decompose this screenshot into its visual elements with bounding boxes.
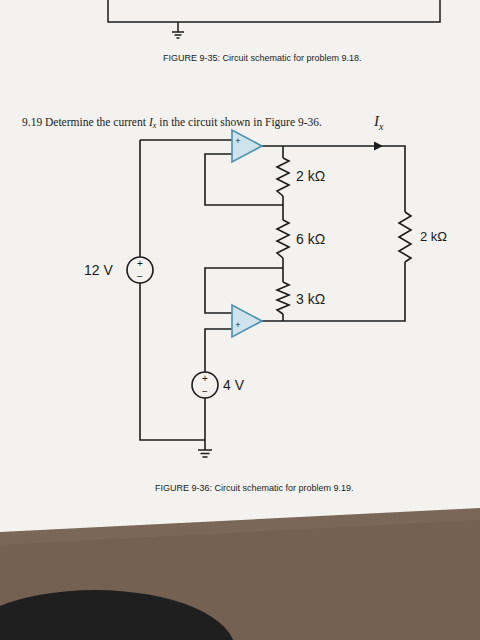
- ground-symbol: [198, 450, 212, 457]
- figure-caption: FIGURE 9-36: Circuit schematic for probl…: [155, 484, 354, 493]
- polarity-mark: −: [202, 387, 208, 397]
- figure-caption: FIGURE 9-35: Circuit schematic for probl…: [163, 54, 362, 63]
- problem-text: in the circuit shown in Figure 9-36.: [159, 117, 322, 129]
- subscript: x: [379, 122, 383, 132]
- current-arrow: [374, 142, 383, 151]
- problem-text: 9.19 Determine the current: [22, 117, 146, 129]
- subscript: x: [153, 122, 157, 130]
- previous-figure: [108, 0, 440, 38]
- op-amp: [232, 305, 262, 337]
- op-amp: [232, 130, 262, 162]
- schematic: [127, 130, 411, 457]
- resistor-symbol: [277, 158, 289, 196]
- shoe: [0, 590, 235, 640]
- current-symbol: I: [149, 117, 153, 129]
- resistor-value: 2 kΩ: [296, 169, 325, 183]
- resistor-symbol: [277, 220, 289, 258]
- resistor-symbol: [277, 282, 289, 314]
- polarity-mark: −: [137, 272, 143, 282]
- source-value: 12 V: [84, 263, 113, 277]
- source-value: 4 V: [223, 378, 244, 392]
- wire: [205, 329, 232, 372]
- wire: [108, 0, 440, 32]
- wire: [140, 140, 232, 450]
- current-label: I: [374, 114, 379, 129]
- resistor-value: 3 kΩ: [296, 292, 325, 306]
- resistor-symbol: [399, 212, 411, 262]
- voltage-source: [127, 257, 153, 283]
- voltage-source: [192, 372, 218, 398]
- resistor-value: 6 kΩ: [296, 232, 325, 246]
- polarity-mark: +: [202, 374, 208, 384]
- feedback-wire: [205, 268, 283, 313]
- polarity-mark: +: [137, 259, 143, 269]
- feedback-wire: [205, 154, 283, 205]
- wire: [282, 146, 284, 321]
- ground-symbol: [172, 32, 184, 38]
- input-mark: +: [235, 137, 240, 146]
- wire: [262, 146, 405, 321]
- resistor-value: 2 kΩ: [420, 230, 447, 243]
- input-mark: +: [235, 321, 240, 330]
